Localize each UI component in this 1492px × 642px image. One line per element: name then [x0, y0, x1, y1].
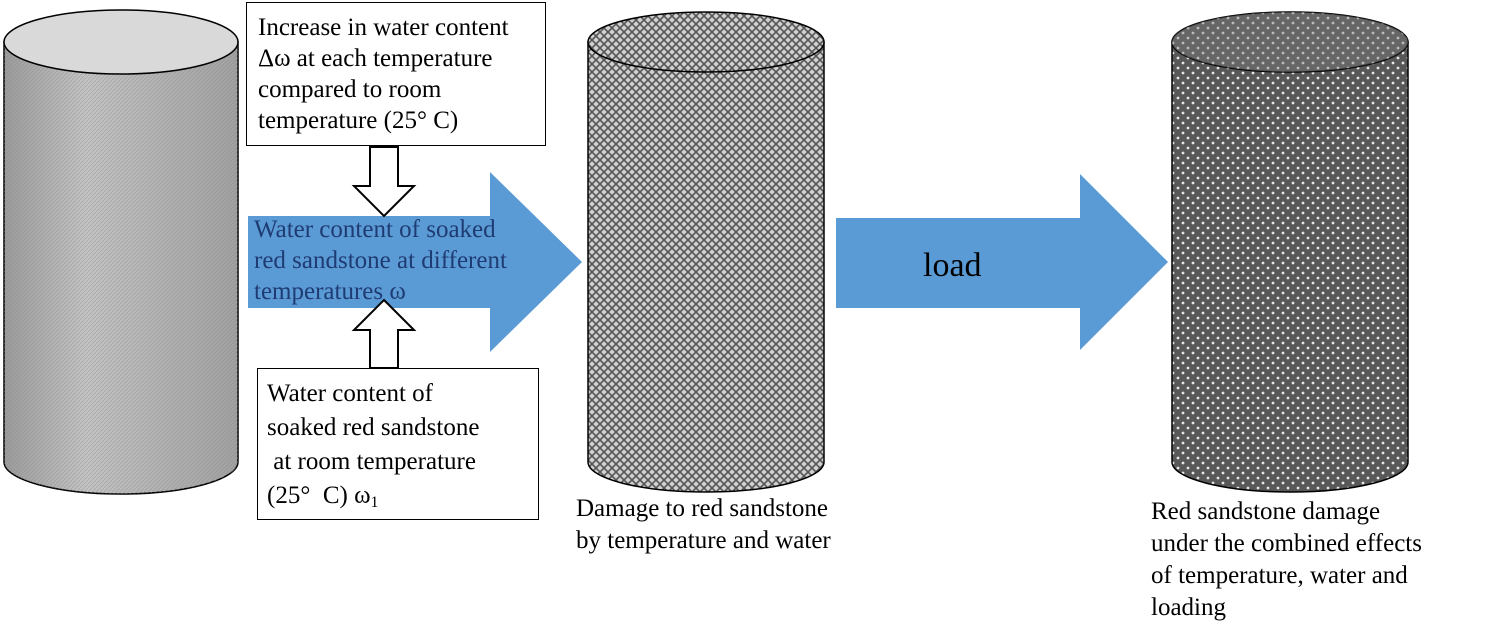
box-line: Δω at each temperature: [258, 45, 493, 72]
increase-water-content-box: Increase in water content Δω at each tem…: [246, 2, 546, 146]
arrow-line: Water content of soaked: [254, 216, 496, 243]
box-line: Increase in water content: [258, 14, 509, 41]
box-line: Water content of: [267, 380, 433, 407]
box-line: at room temperature: [267, 448, 476, 475]
cylinder-original: [3, 9, 239, 495]
omega-subscript: 1: [370, 494, 379, 511]
load-arrow: [836, 174, 1168, 350]
box-line: temperature (25° C): [258, 107, 459, 134]
caption-line: by temperature and water: [576, 527, 831, 554]
caption-right: Red sandstone damage under the combined …: [1151, 496, 1422, 624]
box-line: soaked red sandstone: [267, 414, 480, 441]
caption-line: of temperature, water and: [1151, 562, 1408, 589]
caption-line: loading: [1151, 594, 1226, 621]
up-arrow-icon: [351, 298, 417, 369]
box-line: compared to room: [258, 76, 442, 103]
arrow-line: red sandstone at different: [254, 247, 507, 274]
load-label: load: [923, 247, 982, 284]
caption-line: Damage to red sandstone: [576, 495, 829, 522]
process-arrow: [248, 172, 582, 352]
arrow-line: temperatures ω: [254, 278, 406, 305]
box-line-text: (25° C) ω: [267, 482, 371, 509]
box-line: (25° C) ω1: [267, 479, 532, 513]
cylinder-temperature-water-damage: [587, 11, 825, 493]
cylinder-combined-damage: [1171, 11, 1409, 493]
caption-line: Red sandstone damage: [1151, 498, 1381, 525]
caption-middle: Damage to red sandstone by temperature a…: [576, 493, 831, 557]
down-arrow-icon: [351, 146, 417, 218]
room-temperature-water-content-box: Water content of soaked red sandstone at…: [257, 368, 539, 520]
caption-line: under the combined effects: [1151, 530, 1422, 557]
arrow-center-label: Water content of soaked red sandstone at…: [254, 214, 507, 307]
